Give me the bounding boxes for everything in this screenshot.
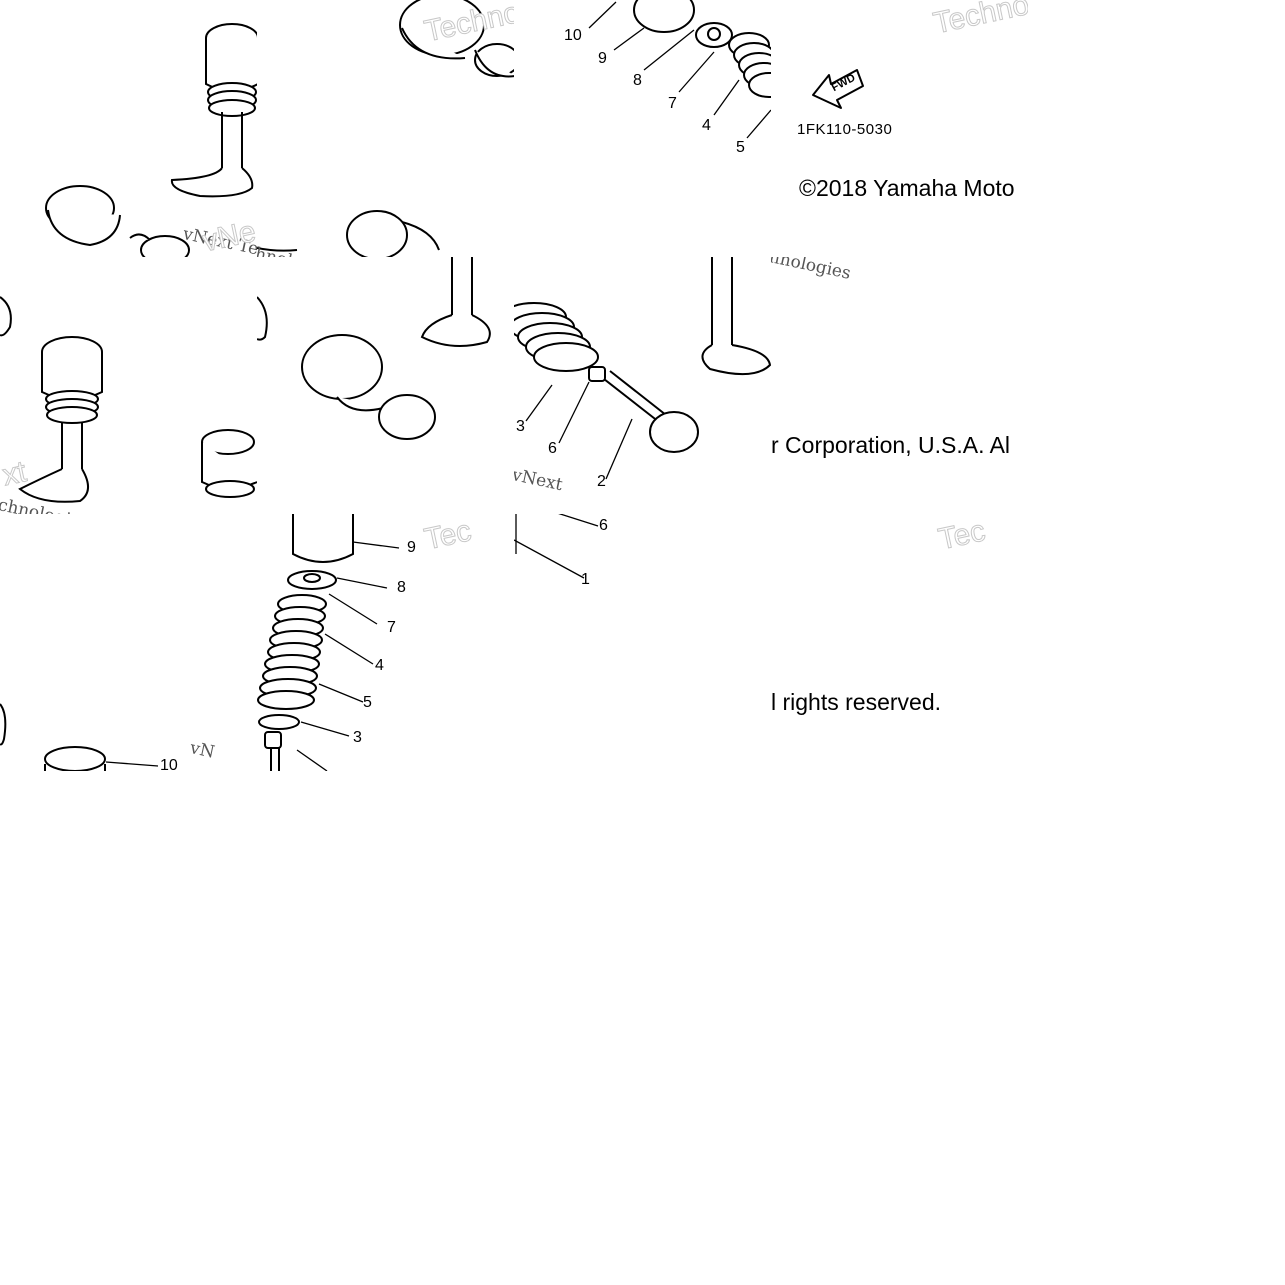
- copyright-text: ©2018 Yamaha Moto: [799, 175, 1015, 201]
- diagram-tile-r2c1: xt chnologies: [0, 257, 257, 514]
- callout-10: 10: [564, 27, 582, 44]
- diagram-tile-r3c4: l rights reserved. Tec vN: [771, 514, 1028, 771]
- diagram-tile-r3c2: 9 8 7 4 5 3 Tec: [257, 514, 514, 771]
- copyright-text: l rights reserved.: [771, 689, 942, 715]
- callout-8: 8: [397, 579, 406, 596]
- callout-6: 6: [599, 517, 608, 534]
- callout-3: 3: [353, 729, 362, 746]
- valve-stem-drawing: [514, 514, 599, 579]
- diagram-tile-r1c2: Techno hnologies: [257, 0, 514, 257]
- diagram-tile-r3c3: 6 1: [514, 514, 771, 771]
- copyright-text: r Corporation, U.S.A. Al: [771, 432, 1011, 458]
- valve-spring-drawing: [257, 514, 400, 771]
- callout-5: 5: [736, 139, 745, 156]
- callout-3: 3: [516, 418, 525, 435]
- valve-stem-drawing: [514, 257, 771, 480]
- callout-9: 9: [598, 50, 607, 67]
- diagram-tile-r1c1: vNext Tec vNe: [0, 0, 257, 257]
- diagram-tile-r1c4: FWD 1FK110-5030 ©2018 Yamaha Moto Techno: [771, 0, 1028, 257]
- callout-10: 10: [160, 757, 178, 772]
- watermark-text: vN: [188, 738, 217, 763]
- valve-lifter-drawing: [257, 0, 514, 257]
- callout-4: 4: [375, 657, 384, 674]
- callout-6: 6: [548, 440, 557, 457]
- valve-lifter-drawing: [0, 703, 159, 771]
- diagram-tile-r1c3: 10 9 8 7 4 5: [514, 0, 771, 257]
- watermark-logo: Tec: [935, 514, 989, 557]
- diagram-tile-r2c3: 3 6 2 vNext vNext Tec: [514, 257, 771, 514]
- callout-8: 8: [633, 72, 642, 89]
- callout-1: 1: [581, 571, 590, 588]
- callout-7: 7: [387, 619, 396, 636]
- diagram-tile-r3c1: 10 vN: [0, 514, 257, 771]
- valve-lifter-drawing: [45, 23, 257, 257]
- valve-lifter-drawing: [257, 257, 491, 440]
- callout-2: 2: [597, 473, 606, 490]
- diagram-tile-r2c4: r Corporation, U.S.A. Al hnologies: [771, 257, 1028, 514]
- valve-spring-drawing: [588, 0, 771, 139]
- fwd-arrow-icon: [812, 69, 864, 109]
- callout-4: 4: [702, 117, 711, 134]
- callout-5: 5: [363, 694, 372, 711]
- valve-lifter-drawing: [0, 296, 257, 503]
- callout-7: 7: [668, 95, 677, 112]
- diagram-tile-r2c2: [257, 257, 514, 514]
- callout-9: 9: [407, 539, 416, 556]
- part-number: 1FK110-5030: [797, 121, 893, 138]
- watermark-text: hnologies: [771, 257, 853, 284]
